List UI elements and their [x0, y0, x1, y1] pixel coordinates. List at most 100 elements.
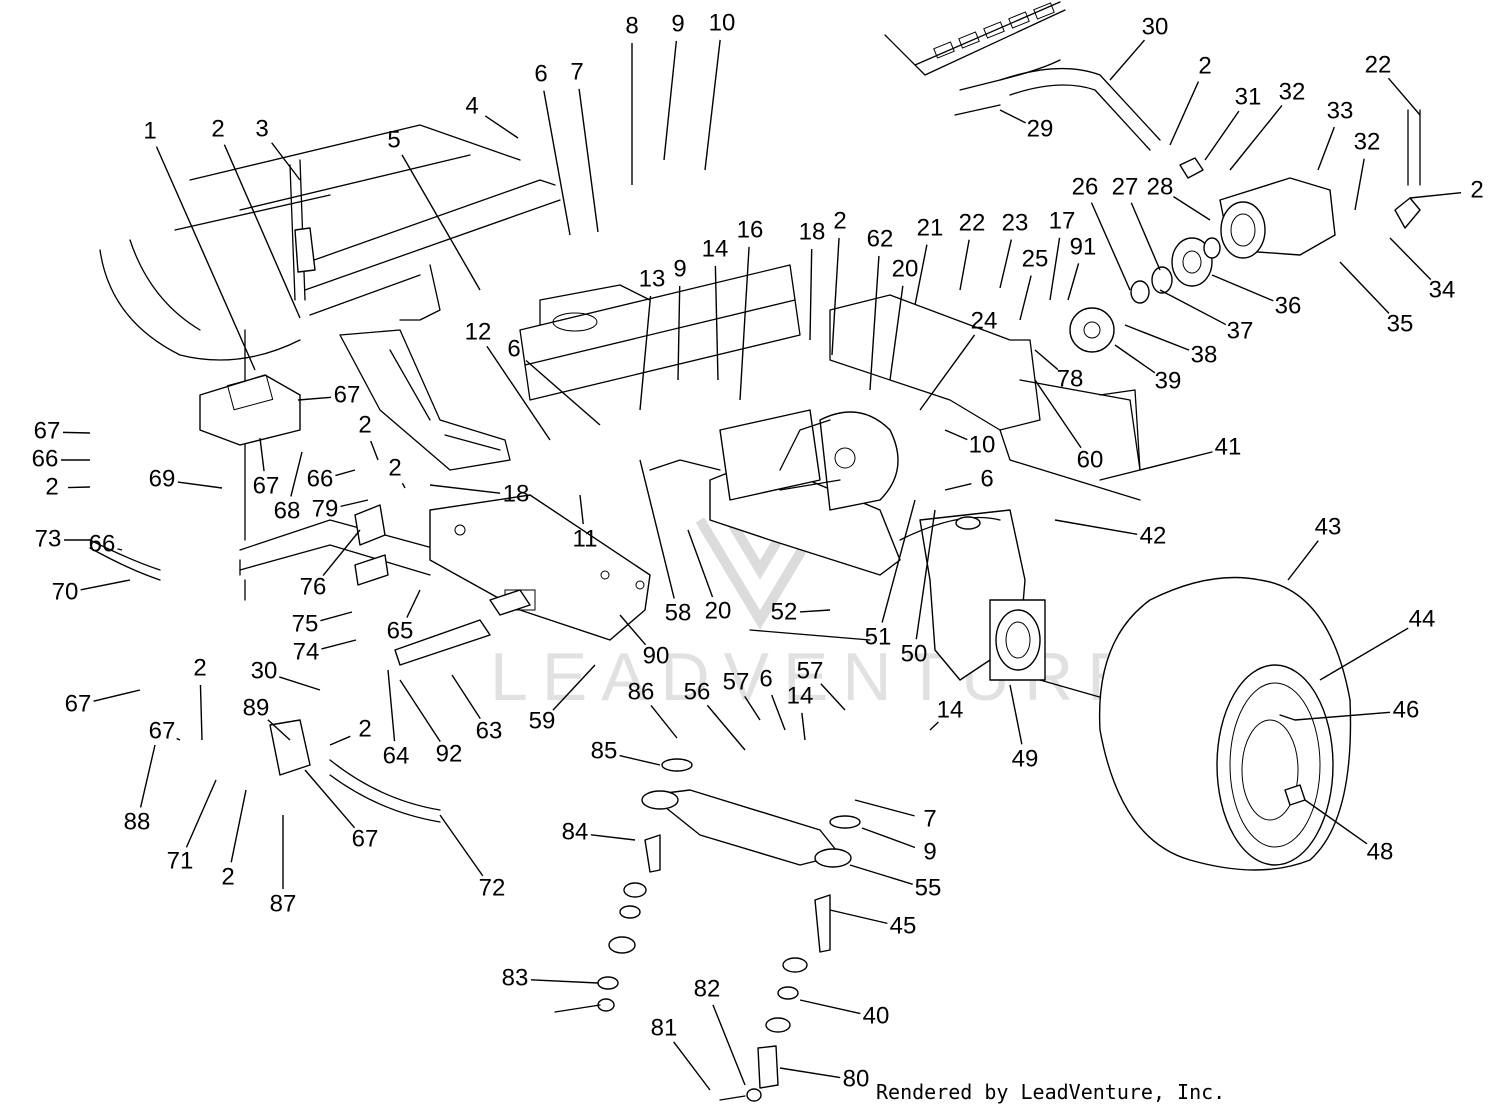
callout-18: 18	[799, 218, 826, 245]
callout-11: 11	[573, 525, 598, 552]
callout-50: 50	[901, 640, 928, 667]
leader-line-57	[744, 696, 761, 721]
callout-7: 7	[923, 805, 936, 832]
callout-6: 6	[507, 335, 520, 362]
callout-21: 21	[917, 214, 944, 241]
leader-line-28	[1173, 196, 1211, 221]
callout-2: 2	[211, 115, 224, 142]
leader-line-7	[854, 799, 915, 817]
leader-line-67	[93, 689, 141, 702]
tire-and-wheel	[1098, 576, 1352, 871]
leader-line-69	[177, 481, 223, 489]
leader-line-67	[62, 431, 91, 434]
callout-52: 52	[771, 598, 798, 625]
callout-83: 83	[502, 964, 529, 991]
leader-line-2	[67, 486, 91, 489]
callout-84: 84	[562, 818, 589, 845]
leader-line-81	[673, 1041, 711, 1091]
leader-line-80	[779, 1067, 841, 1079]
callout-71: 71	[167, 847, 194, 874]
callout-70: 70	[52, 578, 79, 605]
leader-line-2	[1169, 81, 1200, 146]
callout-67: 67	[149, 717, 176, 744]
leader-line-13	[639, 295, 652, 411]
leader-line-84	[590, 834, 636, 841]
leader-line-67	[304, 769, 356, 829]
callout-36: 36	[1275, 292, 1302, 319]
leader-line-49	[1009, 684, 1023, 745]
callout-90: 90	[643, 642, 670, 669]
callout-22: 22	[1365, 51, 1392, 78]
leader-line-38	[1124, 324, 1190, 351]
callout-72: 72	[479, 874, 506, 901]
callout-25: 25	[1022, 245, 1049, 272]
leader-line-35	[1339, 261, 1390, 314]
callout-23: 23	[1002, 209, 1029, 236]
leader-line-26	[1090, 202, 1131, 291]
leader-line-78	[1034, 349, 1059, 371]
callout-35: 35	[1387, 310, 1414, 337]
leader-line-83	[530, 979, 599, 984]
leader-line-43	[1287, 540, 1319, 581]
callout-67: 67	[352, 825, 379, 852]
callout-67: 67	[253, 472, 280, 499]
callout-29: 29	[1027, 115, 1054, 142]
callout-64: 64	[383, 742, 410, 769]
callout-28: 28	[1147, 173, 1174, 200]
leader-line-75	[320, 611, 353, 622]
callout-31: 31	[1235, 83, 1262, 110]
leader-line-22	[1387, 77, 1421, 116]
steering-spindle-stack	[554, 758, 861, 1102]
leader-line-68	[290, 451, 303, 497]
callout-30: 30	[1142, 13, 1169, 40]
callout-43: 43	[1315, 513, 1342, 540]
callout-67: 67	[34, 417, 61, 444]
leader-line-9	[861, 827, 916, 849]
leader-line-56	[706, 704, 746, 751]
leader-line-79	[340, 499, 369, 508]
callout-57: 57	[723, 668, 750, 695]
leader-line-23	[999, 239, 1013, 289]
leader-line-14	[929, 721, 939, 731]
leader-line-25	[1019, 275, 1032, 321]
callout-38: 38	[1191, 341, 1218, 368]
leader-line-64	[387, 669, 396, 742]
callout-76: 76	[300, 573, 327, 600]
callout-14: 14	[937, 696, 964, 723]
callout-9: 9	[671, 10, 684, 37]
callout-18: 18	[503, 480, 530, 507]
callout-2: 2	[358, 411, 371, 438]
leader-line-12	[486, 345, 551, 441]
leader-line-34	[1389, 237, 1432, 281]
callout-81: 81	[651, 1014, 678, 1041]
leader-lines	[61, 39, 1462, 1091]
callout-87: 87	[270, 890, 297, 917]
leader-line-33	[1317, 126, 1335, 171]
callout-80: 80	[843, 1065, 870, 1092]
callout-10: 10	[709, 9, 736, 36]
callout-91: 91	[1070, 233, 1097, 260]
leader-line-67	[176, 737, 181, 741]
callout-20: 20	[705, 597, 732, 624]
callout-6: 6	[534, 60, 547, 87]
leader-line-89	[267, 719, 291, 741]
leader-line-67	[259, 437, 265, 472]
leader-line-66	[117, 548, 123, 551]
leader-line-60	[1034, 379, 1082, 449]
callout-66: 66	[307, 465, 334, 492]
callout-44: 44	[1409, 605, 1436, 632]
hydraulic-motor-assembly	[999, 67, 1421, 353]
leader-line-36	[1211, 274, 1274, 302]
leader-line-32	[1354, 158, 1365, 211]
callout-73: 73	[35, 525, 62, 552]
leader-line-72	[439, 814, 484, 877]
callout-39: 39	[1155, 367, 1182, 394]
leader-line-46	[1294, 711, 1391, 721]
callout-2: 2	[221, 863, 234, 890]
callout-2: 2	[45, 473, 58, 500]
callout-63: 63	[476, 717, 503, 744]
callout-62: 62	[867, 225, 894, 252]
callout-75: 75	[292, 610, 319, 637]
callout-68: 68	[274, 497, 301, 524]
